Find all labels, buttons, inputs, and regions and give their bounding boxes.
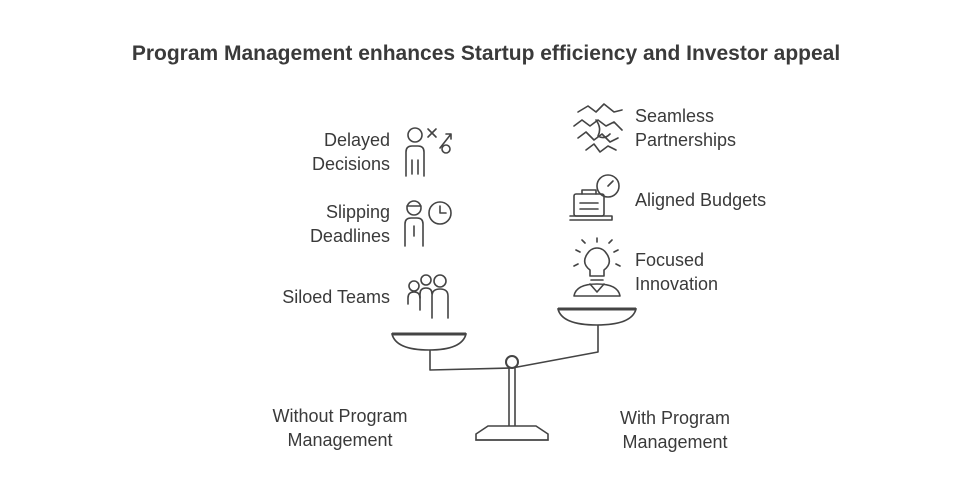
- handshake-icon: [573, 103, 623, 153]
- label-line: Partnerships: [635, 130, 737, 150]
- label-focused-innovation: Focused Innovation: [635, 248, 835, 296]
- caption-without-program-management: Without Program Management: [240, 404, 440, 452]
- label-line: Slipping: [325, 202, 390, 222]
- caption-line: Management: [287, 430, 393, 450]
- left-scale-pan: [390, 332, 468, 351]
- person-clock-icon: [404, 200, 452, 247]
- label-delayed-decisions: Delayed Decisions: [250, 128, 390, 176]
- team-icon: [407, 274, 449, 319]
- label-line: Decisions: [311, 154, 390, 174]
- right-scale-pan: [556, 307, 638, 326]
- label-seamless-partnerships: Seamless Partnerships: [635, 104, 835, 152]
- label-line: Seamless: [635, 106, 715, 126]
- label-siloed-teams: Siloed Teams: [230, 285, 390, 309]
- person-decision-icon: [405, 127, 452, 177]
- lightbulb-person-icon: [573, 237, 621, 297]
- caption-with-program-management: With Program Management: [575, 406, 775, 454]
- label-line: Siloed Teams: [282, 287, 390, 307]
- label-line: Aligned Budgets: [635, 190, 767, 210]
- label-line: Delayed: [323, 130, 390, 150]
- label-line: Deadlines: [309, 226, 390, 246]
- budget-scale-icon: [569, 174, 620, 221]
- label-slipping-deadlines: Slipping Deadlines: [250, 200, 390, 248]
- label-line: Focused: [635, 250, 705, 270]
- label-aligned-budgets: Aligned Budgets: [635, 188, 835, 212]
- diagram-title: Program Management enhances Startup effi…: [131, 42, 841, 65]
- caption-line: Management: [622, 432, 728, 452]
- scale-stand: [475, 355, 549, 441]
- caption-line: With Program: [619, 408, 731, 428]
- caption-line: Without Program: [272, 406, 408, 426]
- label-line: Innovation: [635, 274, 719, 294]
